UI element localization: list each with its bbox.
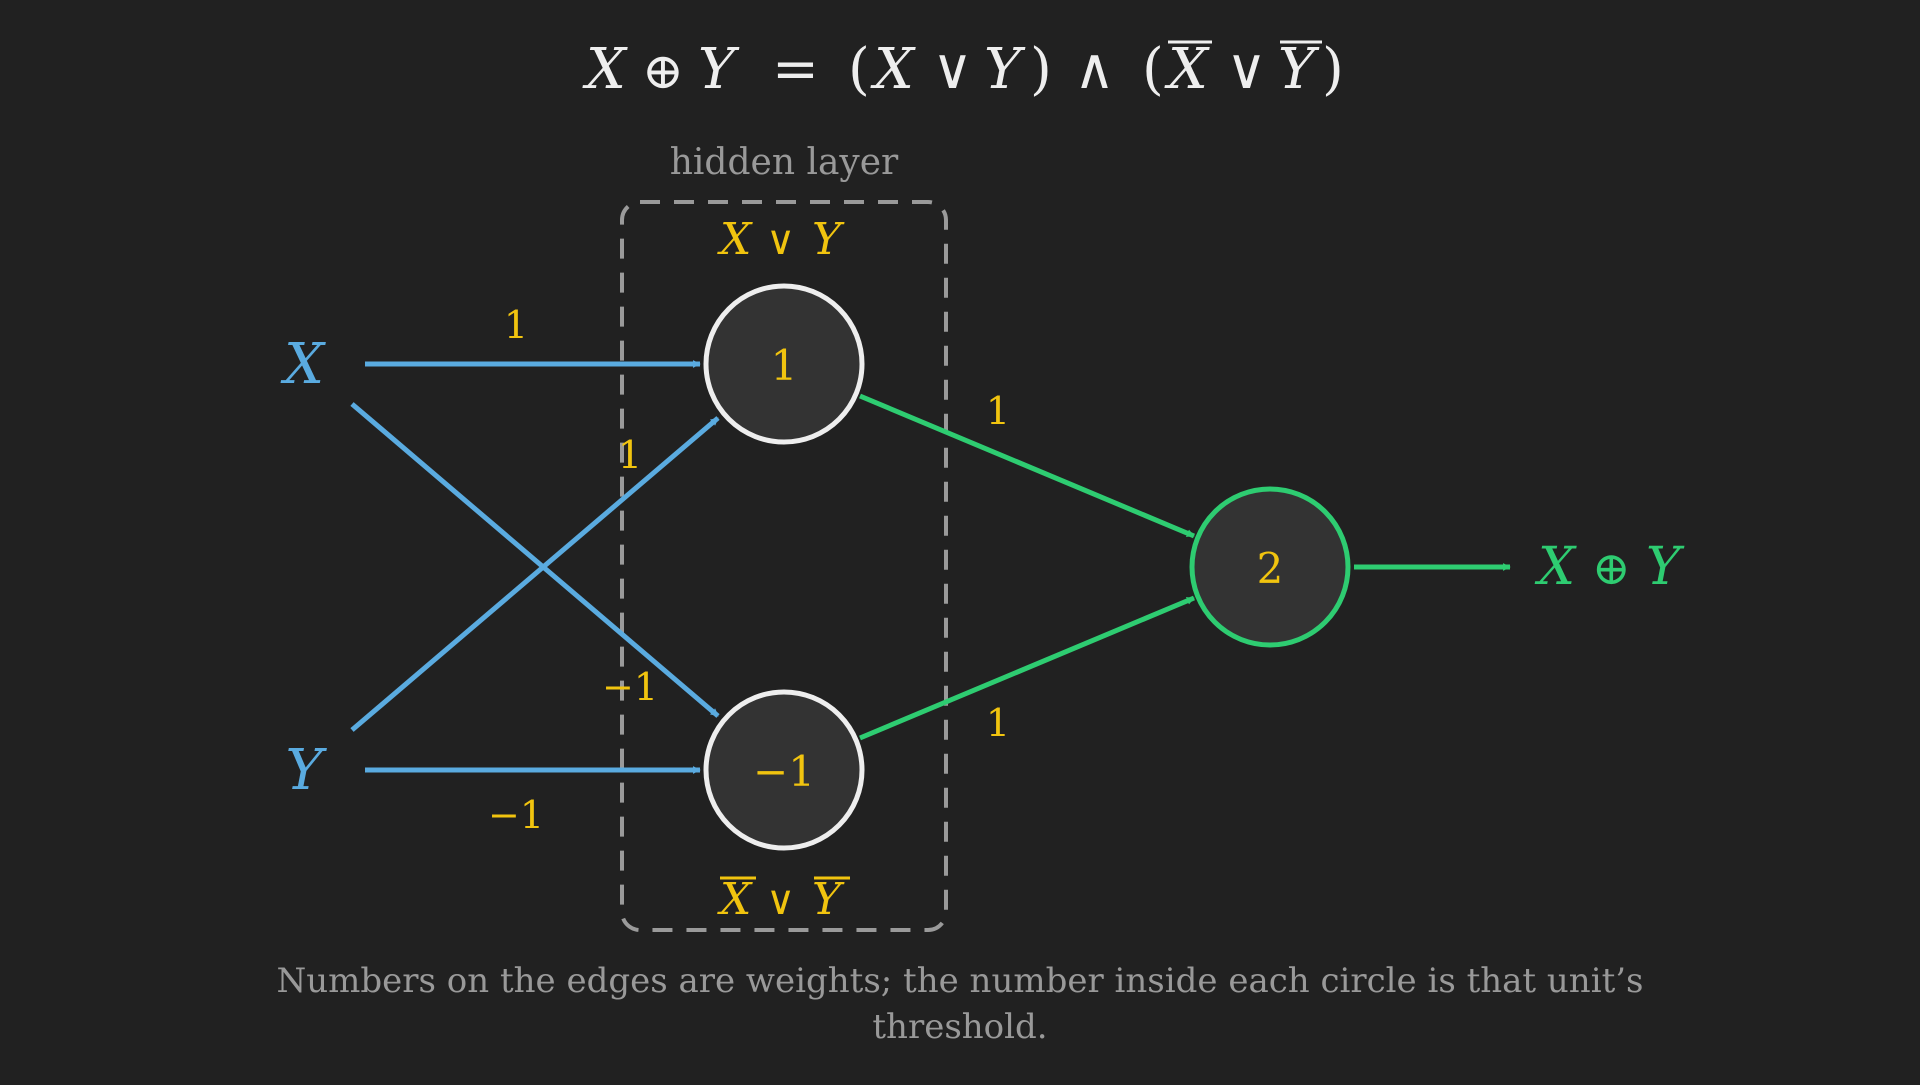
hidden-node-top [703,283,865,445]
title-y-3: Y [1278,37,1320,102]
hidden-layer-label: hidden layer [670,142,899,183]
title-x-2: X [870,37,916,102]
output-label-xor: ⊕ [1592,541,1631,595]
title-or-2: ∨ [1226,37,1267,102]
title-xor-symbol: ⊕ [642,42,684,100]
title-x: X [582,37,628,102]
hidden-node-bottom-threshold: −1 [753,747,815,796]
edge-y-to-top [350,416,720,732]
hidden-node-bottom [703,689,865,851]
weight-bottom-to-output: 1 [986,701,1010,745]
top-caption-y: Y [812,214,845,265]
bottom-node-caption: X ∨ Y [717,874,850,925]
output-label-y: Y [1646,537,1685,597]
output-label-x: X [1534,537,1577,597]
top-node-caption: X ∨ Y [717,214,845,265]
title-rparen-1: ) [1030,37,1052,102]
title-and: ∧ [1074,37,1115,102]
output-node [1189,486,1351,648]
output-label: X ⊕ Y [1534,537,1685,597]
weight-x-to-bottom: −1 [602,665,658,709]
input-x-label: X [280,332,326,397]
weight-y-to-bottom: −1 [488,793,544,837]
bottom-caption-y: Y [812,874,845,925]
title-x-3: X [1164,37,1210,102]
bottom-caption-x: X [717,874,753,925]
output-node-threshold: 2 [1257,544,1284,593]
caption-line-1: Numbers on the edges are weights; the nu… [277,961,1644,1001]
title-lparen-2: ( [1142,37,1164,102]
bottom-caption-or: ∨ [766,878,795,924]
title-or-1: ∨ [932,37,973,102]
caption-line-2: threshold. [872,1007,1047,1047]
title-equals: = [772,37,819,102]
title-equation: X ⊕ Y = ( X ∨ Y ) ∧ ( X ∨ Y ) [582,37,1344,102]
title-rparen-2: ) [1322,37,1344,102]
edge-top-to-output [859,393,1195,539]
input-y-label: Y [286,738,328,803]
edge-bottom-to-output [859,595,1195,741]
weight-top-to-output: 1 [986,389,1010,433]
weight-y-to-top: 1 [618,433,642,477]
weight-x-to-top: 1 [504,303,528,347]
title-y: Y [698,37,740,102]
top-caption-x: X [717,214,753,265]
top-caption-or: ∨ [766,218,795,264]
edge-x-to-bottom [350,402,720,718]
title-y-2: Y [984,37,1026,102]
hidden-layer-box [620,200,948,932]
hidden-node-top-threshold: 1 [771,341,798,390]
title-lparen-1: ( [848,37,870,102]
